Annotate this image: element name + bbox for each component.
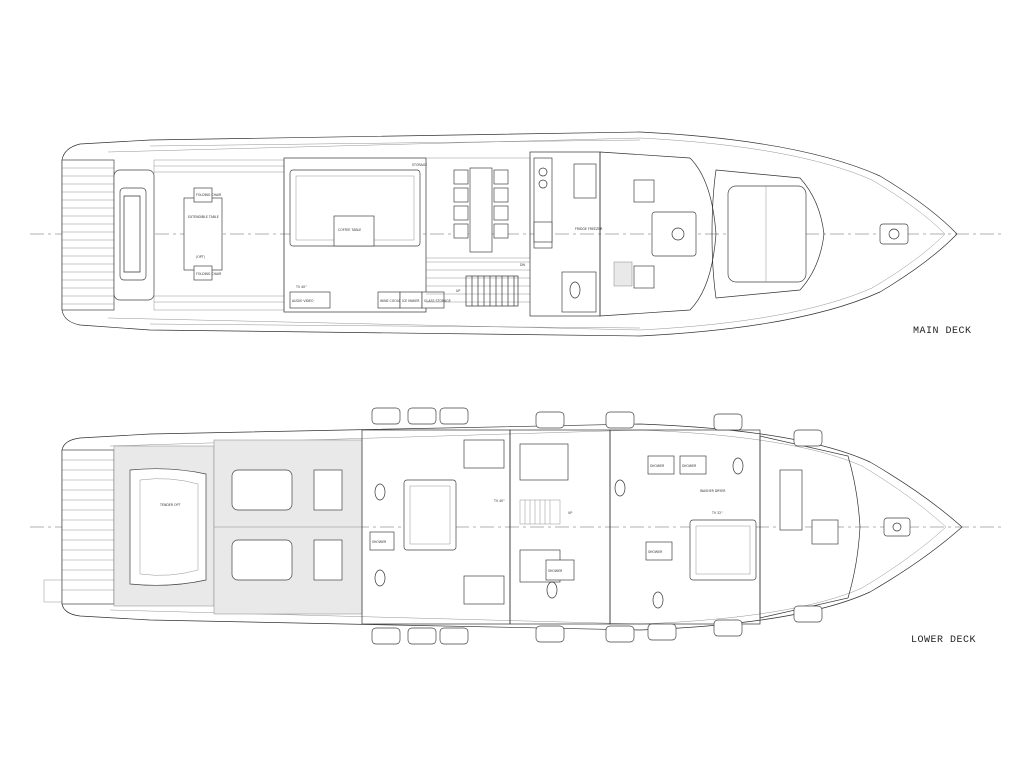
main-deck-salon: COFFEE TABLE STORAGE AUDIO VIDEO TV 40" … — [283, 157, 451, 313]
engine-room — [213, 439, 363, 615]
tender-label: TENDER OPT — [159, 503, 180, 507]
anchor-windlass — [879, 223, 909, 245]
lower-stair-up-label: UP — [568, 511, 572, 515]
lower-mid-cabins: SHOWER UP — [509, 429, 611, 625]
main-deck-galley: FRIDGE FREEZER — [529, 151, 603, 317]
shower-5-label: SHOWER — [648, 550, 663, 554]
main-deck-hull-outline — [61, 131, 958, 337]
shower-3 — [647, 455, 675, 475]
audio-video-unit — [289, 291, 331, 309]
shower-2-label: SHOWER — [548, 569, 563, 573]
main-deck-helm — [599, 151, 717, 317]
wardrobe-top — [463, 439, 505, 469]
dining-chairs — [453, 169, 509, 239]
main-deck-title: MAIN DECK — [913, 326, 972, 337]
wine-cooler-label: WINE COOLER — [380, 299, 404, 303]
toilet-2 — [374, 569, 386, 587]
galley-sink — [533, 221, 553, 243]
main-deck-dining: UP DN — [425, 157, 531, 307]
ice-maker-label: ICE MAKER — [402, 299, 420, 303]
extendible-table-label: EXTENDIBLE TABLE — [188, 215, 219, 219]
glass-storage — [421, 291, 445, 309]
toilet-5 — [652, 591, 664, 609]
toilet-3 — [546, 581, 558, 599]
salon-tv-label: TV 40" — [295, 285, 307, 289]
main-stair-up-label: UP — [456, 289, 460, 293]
main-deck-cockpit: FOLDING CHAIR FOLDING CHAIR EXTENDIBLE T… — [153, 159, 285, 311]
tender-garage: TENDER OPT — [113, 445, 215, 607]
shower-2 — [545, 559, 575, 581]
lower-forward-cabins: SHOWER SHOWER SHOWER TV 32" WASHER DRYER — [609, 429, 761, 625]
folding-chair-top-label: FOLDING CHAIR — [196, 193, 222, 197]
washer-label: WASHER DRYER — [700, 489, 726, 493]
fenders — [371, 407, 823, 645]
shower-4-label: SHOWER — [682, 464, 697, 468]
helm-storage — [613, 261, 633, 287]
toilet-6 — [614, 479, 626, 497]
lower-deck-title: LOWER DECK — [911, 635, 976, 646]
coffee-table — [333, 215, 375, 247]
guest-bed-starboard — [519, 443, 569, 481]
engine-starboard — [231, 469, 293, 511]
toilet-4 — [732, 457, 744, 475]
shower-3-label: SHOWER — [650, 464, 665, 468]
storage-label: STORAGE — [412, 163, 427, 167]
main-deck-inner-gunwale — [107, 137, 946, 331]
shower-1-label: SHOWER — [372, 540, 387, 544]
main-deck-side-decks — [149, 139, 641, 329]
lower-deck-swim-platform — [43, 449, 115, 605]
helm-seat-top — [633, 179, 655, 203]
master-tv-label: TV 40" — [493, 499, 505, 503]
dining-table — [469, 167, 493, 253]
main-deck-aft-sofa — [113, 169, 155, 301]
helm-console — [651, 211, 697, 257]
toilet-1 — [374, 483, 386, 501]
vip-tv-label: TV 32" — [711, 511, 723, 515]
coffee-table-label: COFFEE TABLE — [338, 228, 361, 232]
main-deck-foredeck — [711, 169, 909, 299]
lower-deck-plan: TENDER OPT TV 40" SHOWER — [30, 407, 1005, 646]
glass-storage-label: GLASS STORAGE — [424, 299, 451, 303]
audio-video-label: AUDIO VIDEO — [292, 299, 314, 303]
table-opt-label: (OPT) — [196, 255, 205, 259]
shower-1 — [369, 531, 395, 551]
helm-seat-bottom — [633, 265, 655, 289]
folding-chair-top — [193, 187, 213, 203]
foredeck-sunpad — [727, 185, 807, 283]
generator-top — [313, 469, 343, 511]
engine-port — [231, 539, 293, 581]
lower-windlass — [883, 517, 911, 537]
main-deck-plan: FOLDING CHAIR FOLDING CHAIR EXTENDIBLE T… — [30, 131, 1005, 337]
day-head — [561, 271, 597, 313]
main-stair-dn-label: DN — [520, 263, 525, 267]
extendible-table — [183, 197, 223, 271]
shower-5 — [645, 541, 673, 561]
main-deck-stair — [465, 275, 519, 307]
shower-4 — [679, 455, 707, 475]
folding-chair-bottom — [193, 265, 213, 281]
master-bed — [403, 479, 457, 551]
generator-bottom — [313, 539, 343, 581]
vip-bed — [689, 519, 757, 581]
fridge-label: FRIDGE FREEZER — [575, 227, 603, 231]
folding-chair-bottom-label: FOLDING CHAIR — [196, 272, 222, 276]
lower-forepeak — [759, 435, 911, 619]
wardrobe-bottom — [463, 575, 505, 605]
main-deck-swim-platform — [61, 159, 115, 311]
lower-stair — [519, 499, 561, 525]
